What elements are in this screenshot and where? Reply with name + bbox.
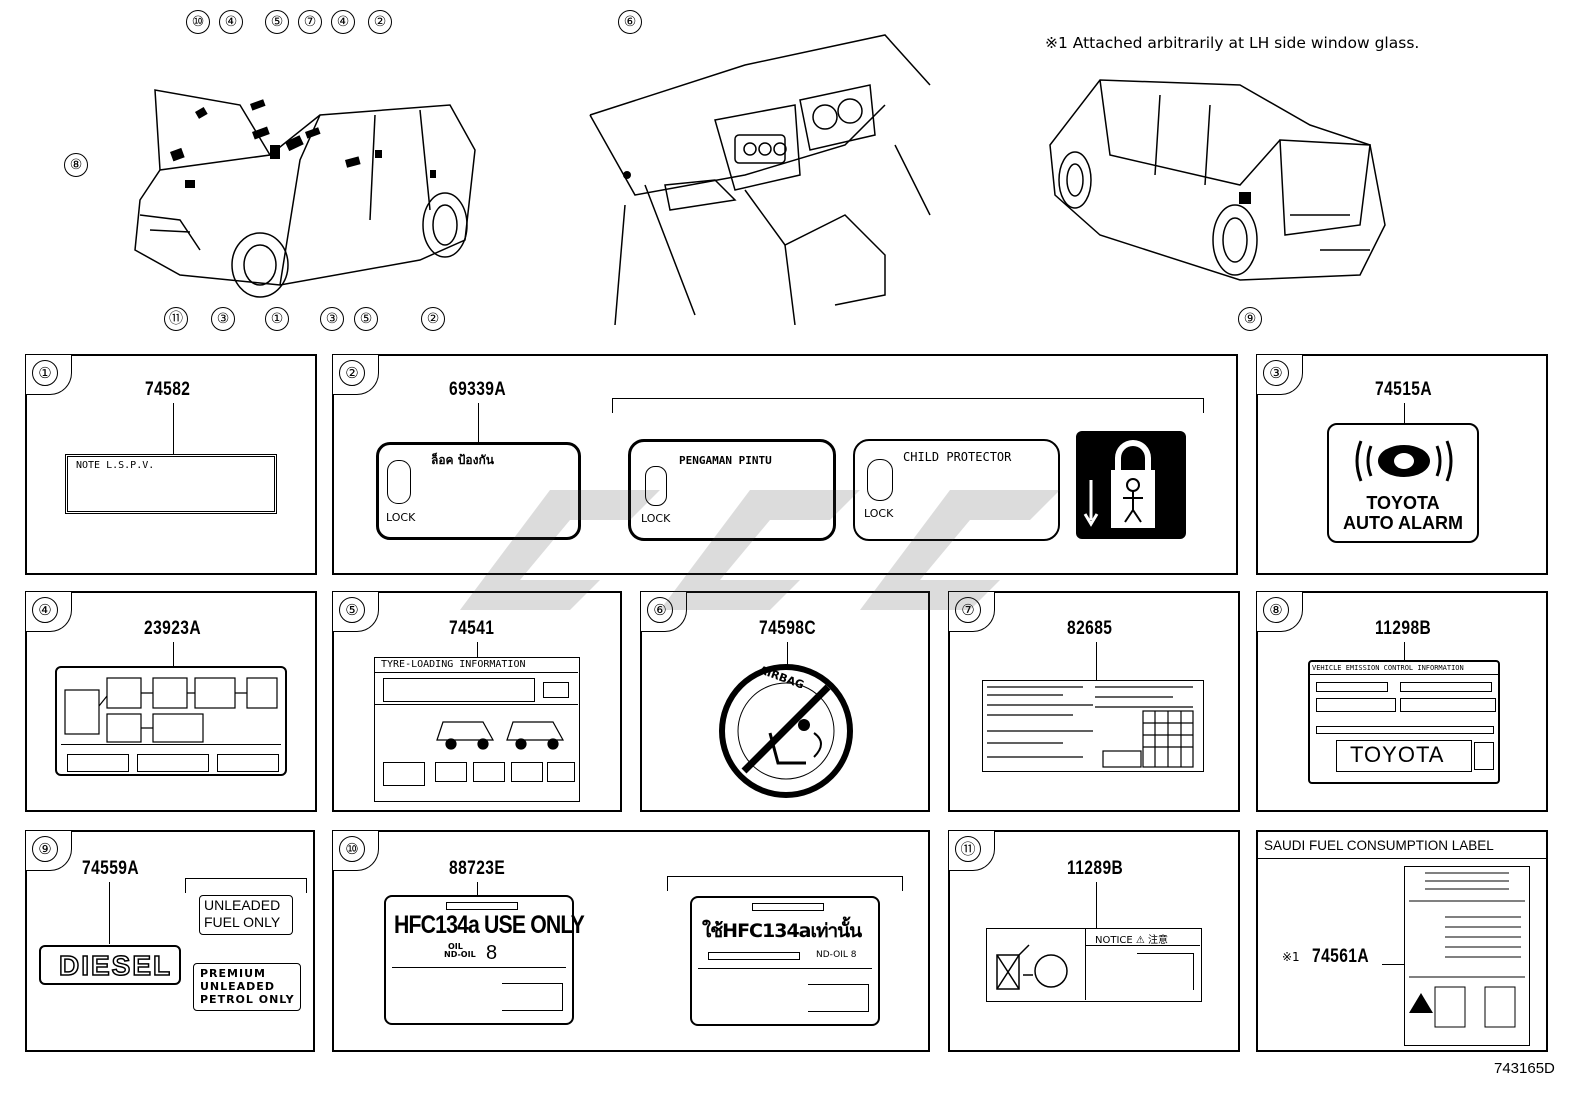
panel-10: ⑩ 88723E HFC134a USE ONLY OIL ND-OIL 8 ใ… — [332, 830, 930, 1052]
alarm-icon — [1355, 440, 1453, 482]
part-number: 23923A — [144, 618, 202, 639]
panel-number: ④ — [26, 592, 72, 632]
panel-number: ③ — [1257, 355, 1303, 395]
panel-number: ② — [333, 355, 379, 395]
diagram-id: 743165D — [1494, 1060, 1555, 1077]
attach-note: ※1 Attached arbitrarily at LH side windo… — [1045, 34, 1420, 52]
callout-2: ② — [368, 10, 392, 34]
part-number: 82685 — [1067, 618, 1113, 639]
label-unleaded-fuel: UNLEADED FUEL ONLY — [199, 895, 293, 935]
part-number: 74515A — [1375, 379, 1433, 400]
panel-number: ⑦ — [949, 592, 995, 632]
panel-9: ⑨ 74559A DIESEL UNLEADED FUEL ONLY PREMI… — [25, 830, 315, 1052]
label-23923a — [55, 666, 287, 776]
label-saudi-fuel — [1404, 866, 1530, 1046]
callout-4: ④ — [219, 10, 243, 34]
panel-5: ⑤ 74541 TYRE-LOADING INFORMATION — [332, 591, 622, 812]
notice-pictogram-icon — [996, 944, 1068, 990]
toyota-brand-box — [1336, 740, 1472, 772]
callout-2b: ② — [421, 307, 445, 331]
note-mark: ※1 — [1282, 950, 1300, 964]
callout-8: ⑧ — [64, 153, 88, 177]
part-number: 74541 — [449, 618, 495, 639]
panel-number: ⑩ — [333, 831, 379, 871]
dashboard-illustration — [589, 34, 931, 325]
label-hfc134a-en: HFC134a USE ONLY OIL ND-OIL 8 — [384, 895, 585, 1025]
van-rear-illustration — [1049, 79, 1386, 281]
part-number: 74561A — [1312, 946, 1370, 967]
saudi-label-title: SAUDI FUEL CONSUMPTION LABEL — [1264, 838, 1494, 853]
panel-number: ⑤ — [333, 592, 379, 632]
label-thai-lock: ล็อค ป้องกัน LOCK — [376, 442, 581, 540]
label-hfc134a-th: ใช้HFC134aเท่านั้น ND-OIL 8 — [690, 896, 880, 1026]
label-tyre-loading: TYRE-LOADING INFORMATION — [374, 657, 580, 802]
child-lock-icon — [1076, 431, 1186, 539]
label-notice: NOTICE ⚠ 注意 — [986, 928, 1202, 1002]
label-premium-unleaded: PREMIUM UNLEADED PETROL ONLY — [193, 963, 301, 1011]
label-pengaman-pintu: PENGAMAN PINTU LOCK — [628, 439, 836, 541]
callout-10: ⑩ — [186, 10, 210, 34]
panel-number: ① — [26, 355, 72, 395]
label-child-protector: CHILD PROTECTOR LOCK — [853, 439, 1060, 541]
panel-11: ⑪ 11289B NOTICE ⚠ 注意 — [948, 830, 1240, 1052]
part-number: 74598C — [759, 618, 817, 639]
part-number: 69339A — [449, 379, 507, 400]
part-number: 88723E — [449, 858, 506, 879]
callout-7: ⑦ — [298, 10, 322, 34]
callout-5b: ⑤ — [354, 307, 378, 331]
airbag-icon — [719, 664, 853, 798]
label-auto-alarm: TOYOTA AUTO ALARM — [1327, 423, 1479, 543]
panel-7: ⑦ 82685 — [948, 591, 1240, 812]
label-82685 — [982, 680, 1204, 772]
part-number: 74559A — [82, 858, 140, 879]
callout-5: ⑤ — [265, 10, 289, 34]
watermark-logo — [460, 490, 1060, 610]
panel-number: ⑧ — [1257, 592, 1303, 632]
part-number: 11298B — [1375, 618, 1432, 639]
callout-3: ③ — [211, 307, 235, 331]
callout-6: ⑥ — [618, 10, 642, 34]
part-number: 74582 — [145, 379, 191, 400]
van-front-illustration — [134, 89, 476, 298]
callout-9: ⑨ — [1238, 307, 1262, 331]
panel-saudi-fuel: SAUDI FUEL CONSUMPTION LABEL ※1 74561A — [1256, 830, 1548, 1052]
callout-3b: ③ — [320, 307, 344, 331]
callout-11: ⑪ — [164, 307, 188, 331]
panel-number: ⑪ — [949, 831, 995, 871]
label-emission-control: VEHICLE EMISSION CONTROL INFORMATION TOY… — [1308, 660, 1500, 784]
panel-3: ③ 74515A TOYOTA AUTO ALARM — [1256, 354, 1548, 575]
panel-4: ④ 23923A — [25, 591, 317, 812]
panel-6: ⑥ 74598C AIRBAG — [640, 591, 930, 812]
label-74582: NOTE L.S.P.V. — [65, 454, 277, 514]
panel-1: ① 74582 NOTE L.S.P.V. — [25, 354, 317, 575]
label-diesel: DIESEL — [39, 945, 181, 985]
panel-2: ② 69339A ล็อค ป้องกัน LOCK PENGAMAN PINT… — [332, 354, 1238, 575]
panel-8: ⑧ 11298B VEHICLE EMISSION CONTROL INFORM… — [1256, 591, 1548, 812]
part-number: 11289B — [1067, 858, 1124, 879]
panel-number: ⑥ — [641, 592, 687, 632]
panel-number: ⑨ — [26, 831, 72, 871]
callout-4b: ④ — [331, 10, 355, 34]
callout-1: ① — [265, 307, 289, 331]
